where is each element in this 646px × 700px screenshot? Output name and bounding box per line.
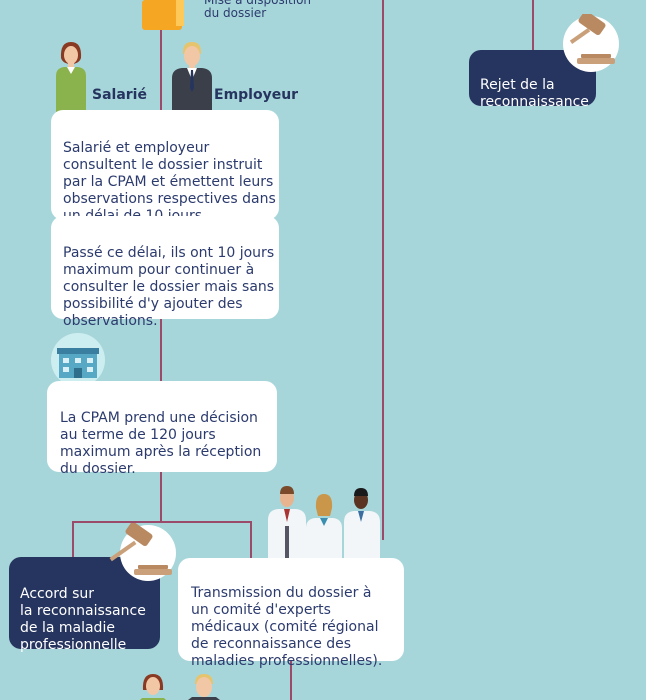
consult-step-card: Salarié et employeur consultent le dossi… bbox=[51, 110, 279, 224]
accept-outcome-text: Accord sur la reconnaissance de la malad… bbox=[20, 586, 146, 653]
gavel-icon bbox=[569, 14, 615, 64]
gavel-icon bbox=[109, 523, 172, 575]
connector-line bbox=[160, 318, 162, 381]
connector-line bbox=[290, 660, 292, 700]
top-note: Mise à disposition du dossier bbox=[204, 0, 312, 20]
salarie-avatar-icon bbox=[140, 674, 166, 700]
employeur-avatar-icon bbox=[172, 42, 212, 112]
decision-step-card: La CPAM prend une décision au terme de 1… bbox=[47, 381, 277, 477]
reject-outcome-text: Rejet de la reconnaissance bbox=[480, 77, 589, 110]
employeur-label: Employeur bbox=[214, 87, 299, 103]
connector-line bbox=[72, 521, 74, 561]
connector-line bbox=[160, 470, 162, 522]
salarie-label: Salarié bbox=[92, 87, 147, 103]
connector-line bbox=[160, 0, 162, 110]
transmission-step-card: Transmission du dossier à un comité d'ex… bbox=[178, 558, 404, 669]
reject-outcome-box: Rejet de la reconnaissance bbox=[469, 50, 596, 110]
connector-line bbox=[532, 0, 534, 52]
after-delay-step-card: Passé ce délai, ils ont 10 jours maximum… bbox=[51, 216, 279, 329]
connector-line bbox=[250, 521, 252, 561]
transmission-step-text: Transmission du dossier à un comité d'ex… bbox=[191, 585, 383, 669]
decision-step-text: La CPAM prend une décision au terme de 1… bbox=[60, 410, 262, 477]
employeur-avatar-icon bbox=[188, 674, 220, 700]
cpam-building-icon bbox=[57, 348, 99, 378]
connector-line bbox=[72, 521, 252, 523]
folder-icon bbox=[142, 0, 184, 30]
connector-line bbox=[382, 0, 384, 540]
doctors-icon bbox=[268, 486, 380, 560]
consult-step-text: Salarié et employeur consultent le dossi… bbox=[63, 140, 276, 224]
salarie-avatar-icon bbox=[56, 42, 86, 112]
after-delay-step-text: Passé ce délai, ils ont 10 jours maximum… bbox=[63, 245, 275, 329]
